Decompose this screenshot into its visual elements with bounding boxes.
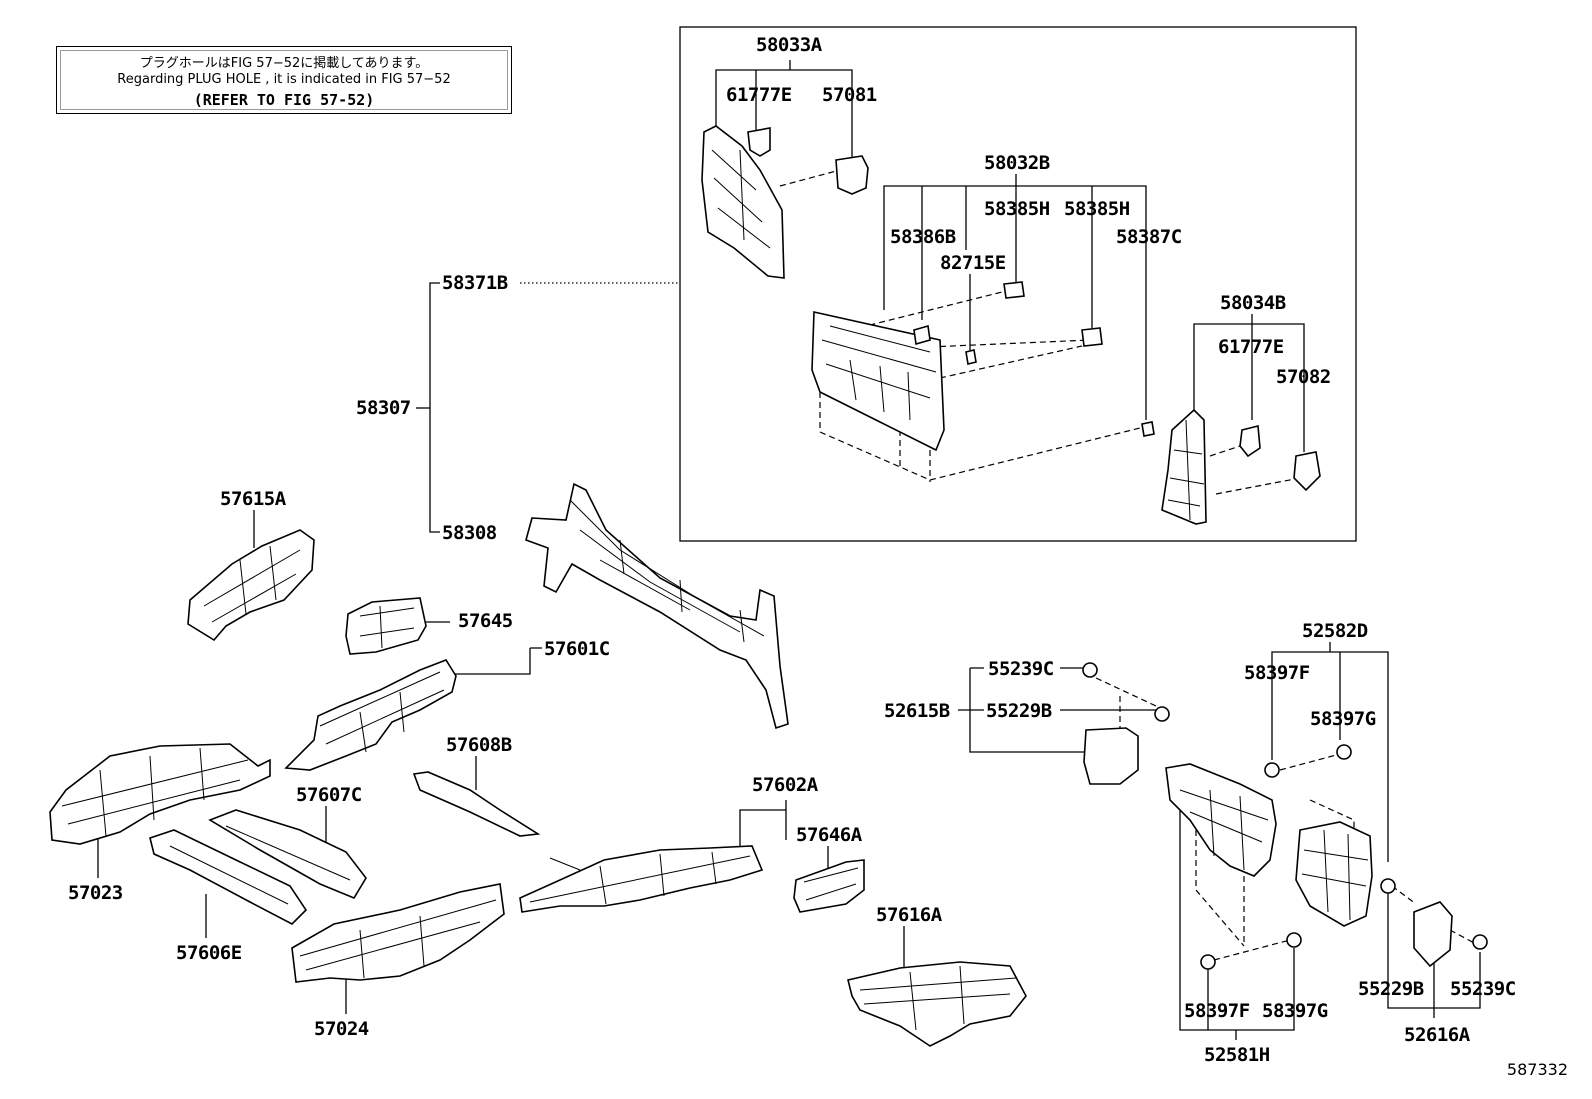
label-52581H[interactable]: 52581H (1204, 1044, 1270, 1066)
part-57023 (49, 743, 271, 845)
reference-note: プラグホールはFIG 57−52に掲載してあります。 Regarding PLU… (56, 46, 512, 114)
label-58385H-a[interactable]: 58385H (984, 198, 1050, 220)
label-82715E[interactable]: 82715E (940, 252, 1006, 274)
leader-57601C (420, 647, 542, 675)
part-57081 (835, 155, 869, 195)
leader-58033A (715, 60, 853, 160)
note-line-jp: プラグホールはFIG 57−52に掲載してあります。 (139, 56, 429, 71)
part-57616A (847, 961, 1027, 1047)
label-57608B[interactable]: 57608B (446, 734, 512, 756)
part-58397F-a (1264, 762, 1280, 778)
leader-58371B-58308-bracket (429, 282, 440, 533)
label-55229B-b[interactable]: 55229B (1358, 978, 1424, 1000)
label-58308[interactable]: 58308 (442, 522, 497, 544)
note-line-refer: (REFER TO FIG 57-52) (193, 91, 375, 109)
label-55229B-a[interactable]: 55229B (986, 700, 1052, 722)
leader-52582D (1271, 642, 1389, 862)
label-52615B[interactable]: 52615B (884, 700, 950, 722)
label-57607C[interactable]: 57607C (296, 784, 362, 806)
part-52582D (1295, 821, 1373, 927)
part-55229B-b (1380, 878, 1396, 894)
part-57615A (187, 529, 315, 642)
label-52582D[interactable]: 52582D (1302, 620, 1368, 642)
label-58032B[interactable]: 58032B (984, 152, 1050, 174)
part-57646A (793, 859, 865, 913)
part-57608B (412, 771, 541, 837)
label-58385H-b[interactable]: 58385H (1064, 198, 1130, 220)
label-57024[interactable]: 57024 (314, 1018, 369, 1040)
leader-52615B (958, 667, 1086, 753)
label-57601C[interactable]: 57601C (544, 638, 610, 660)
part-61777E-a (747, 127, 771, 157)
label-61777E-b[interactable]: 61777E (1218, 336, 1284, 358)
label-55239C-a[interactable]: 55239C (988, 658, 1054, 680)
part-55239C-b (1472, 934, 1488, 950)
part-52581H (1165, 763, 1277, 877)
part-57645 (345, 597, 427, 655)
part-58397G-a (1336, 744, 1352, 760)
label-57646A[interactable]: 57646A (796, 824, 862, 846)
part-52616A (1413, 901, 1453, 968)
part-57024 (291, 883, 505, 983)
leader-58032B (883, 174, 1147, 420)
assembly-dash-52581 (1195, 753, 1355, 961)
part-58397F-b (1200, 954, 1216, 970)
part-58397G-b (1286, 932, 1302, 948)
part-82715E (965, 349, 977, 365)
label-58387C[interactable]: 58387C (1116, 226, 1182, 248)
assembly-dash-58032 (819, 289, 1141, 482)
part-58308-cowl (525, 482, 789, 730)
assembly-dash-57081 (779, 169, 841, 187)
part-58387C (1141, 421, 1155, 437)
part-58385H-b (1081, 327, 1103, 347)
label-58386B[interactable]: 58386B (890, 226, 956, 248)
leader-57602A (739, 800, 787, 846)
label-58033A[interactable]: 58033A (756, 34, 822, 56)
label-57606E[interactable]: 57606E (176, 942, 242, 964)
label-57081[interactable]: 57081 (822, 84, 877, 106)
leader-52581H (1179, 790, 1295, 1040)
part-55239C-a (1082, 662, 1098, 678)
part-58386B (913, 324, 931, 346)
assembly-dash-52615 (1095, 677, 1157, 740)
part-61777E-b (1239, 424, 1261, 458)
label-58397F-a[interactable]: 58397F (1244, 662, 1310, 684)
label-58371B[interactable]: 58371B (442, 272, 508, 294)
part-55229B-a (1154, 706, 1170, 722)
part-57607C-a (208, 809, 367, 900)
label-57023[interactable]: 57023 (68, 882, 123, 904)
part-52615B (1083, 727, 1139, 785)
part-57082 (1293, 451, 1321, 492)
part-58385H-a (1003, 281, 1025, 299)
note-line-en: Regarding PLUG HOLE , it is indicated in… (117, 72, 451, 87)
label-58397F-b[interactable]: 58397F (1184, 1000, 1250, 1022)
label-55239C-b[interactable]: 55239C (1450, 978, 1516, 1000)
label-58034B[interactable]: 58034B (1220, 292, 1286, 314)
label-57602A[interactable]: 57602A (752, 774, 818, 796)
label-57082[interactable]: 57082 (1276, 366, 1331, 388)
figure-id: 587332 (1506, 1060, 1568, 1079)
label-52616A[interactable]: 52616A (1404, 1024, 1470, 1046)
label-58307[interactable]: 58307 (356, 397, 411, 419)
part-58033A-panel (701, 125, 785, 279)
leader-58034B (1193, 314, 1305, 452)
label-57645[interactable]: 57645 (458, 610, 513, 632)
label-58397G-b[interactable]: 58397G (1262, 1000, 1328, 1022)
part-58034B-panel (1161, 408, 1207, 525)
part-57606E (149, 829, 308, 925)
assembly-dash-52616 (1391, 885, 1477, 945)
label-57615A[interactable]: 57615A (220, 488, 286, 510)
leader-52616A (1387, 890, 1481, 1018)
label-57616A[interactable]: 57616A (876, 904, 942, 926)
sub-assembly-frame (679, 26, 1357, 542)
label-61777E-a[interactable]: 61777E (726, 84, 792, 106)
label-58397G-a[interactable]: 58397G (1310, 708, 1376, 730)
